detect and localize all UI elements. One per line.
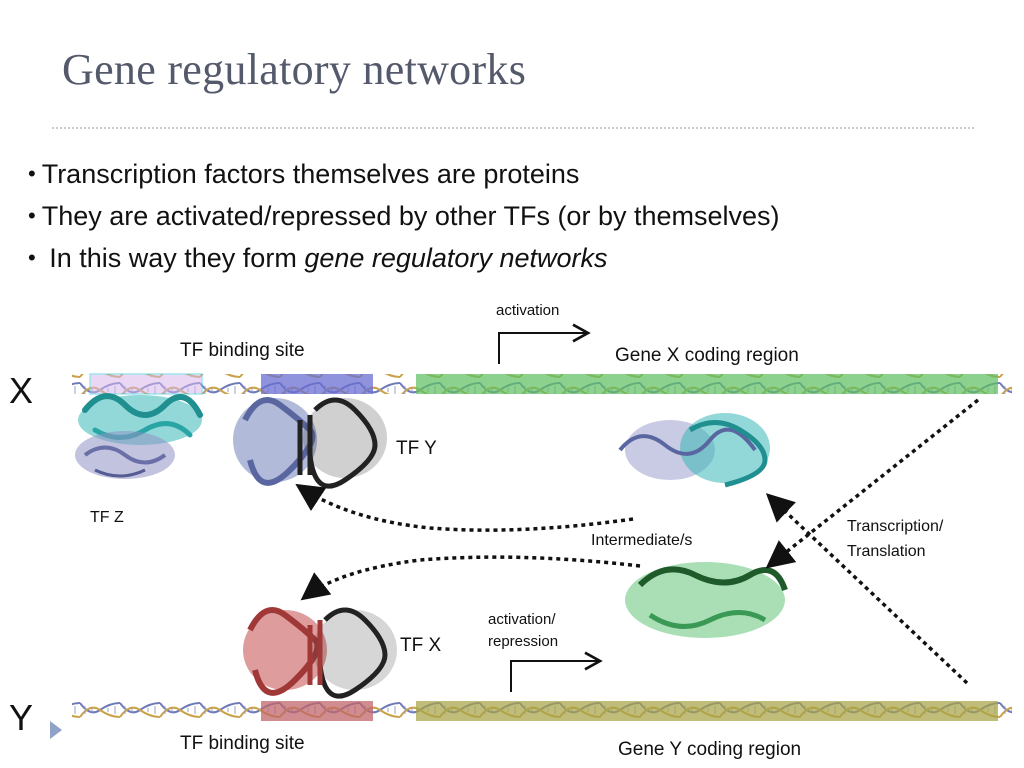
gene-y-label: Gene Y coding region	[618, 739, 802, 760]
dna-strand-y	[72, 701, 1012, 721]
slide-title: Gene regulatory networks	[62, 45, 527, 94]
activation-repression-arrow	[510, 651, 603, 692]
tf-x-protein-icon	[243, 607, 397, 699]
intermediate-label: Intermediate/s	[591, 532, 693, 549]
gene-x-label: Gene X coding region	[615, 345, 799, 366]
binding-site-x	[261, 701, 373, 721]
gene-y-coding-region	[416, 701, 998, 721]
transcription-label-2: Translation	[847, 543, 926, 560]
tf-z-label: TF Z	[90, 509, 124, 526]
bullet-item: •They are activated/repressed by other T…	[28, 201, 780, 231]
activation-arrow	[498, 323, 591, 364]
activation-label: activation	[496, 302, 560, 319]
feedback-arrow-to-tf-y	[295, 483, 634, 532]
bullet-icon: •	[28, 161, 36, 186]
transcription-arrow-y	[765, 493, 969, 685]
binding-site-z	[89, 373, 203, 395]
transcription-arrow-x	[765, 398, 980, 569]
row-y-label: Y	[9, 697, 34, 738]
tf-y-protein-icon	[233, 397, 387, 489]
next-slide-icon[interactable]	[50, 721, 62, 739]
row-x-label: X	[9, 370, 34, 411]
dna-strand-x	[72, 373, 1012, 395]
transcription-label-1: Transcription/	[847, 518, 944, 535]
title-divider	[52, 127, 974, 129]
bullet-icon: •	[28, 203, 36, 228]
tf-x-label: TF X	[400, 635, 442, 656]
bullet-item: • In this way they form gene regulatory …	[28, 243, 608, 273]
binding-site-y	[261, 374, 373, 394]
feedback-arrow-to-tf-x	[300, 555, 641, 601]
gene-x-product-protein-icon	[618, 413, 770, 488]
tf-z-protein-icon	[75, 393, 203, 479]
bullet-icon: •	[28, 245, 36, 270]
bullet-list: •Transcription factors themselves are pr…	[28, 154, 780, 280]
activation-repression-label-2: repression	[488, 633, 559, 650]
intermediate-protein-icon	[625, 562, 788, 638]
tf-binding-site-label-top: TF binding site	[180, 340, 305, 361]
activation-repression-label-1: activation/	[488, 611, 556, 628]
tf-binding-site-label-bottom: TF binding site	[180, 733, 305, 754]
gene-x-coding-region	[416, 374, 998, 394]
tf-y-label: TF Y	[396, 438, 437, 459]
bullet-item: •Transcription factors themselves are pr…	[28, 159, 580, 189]
